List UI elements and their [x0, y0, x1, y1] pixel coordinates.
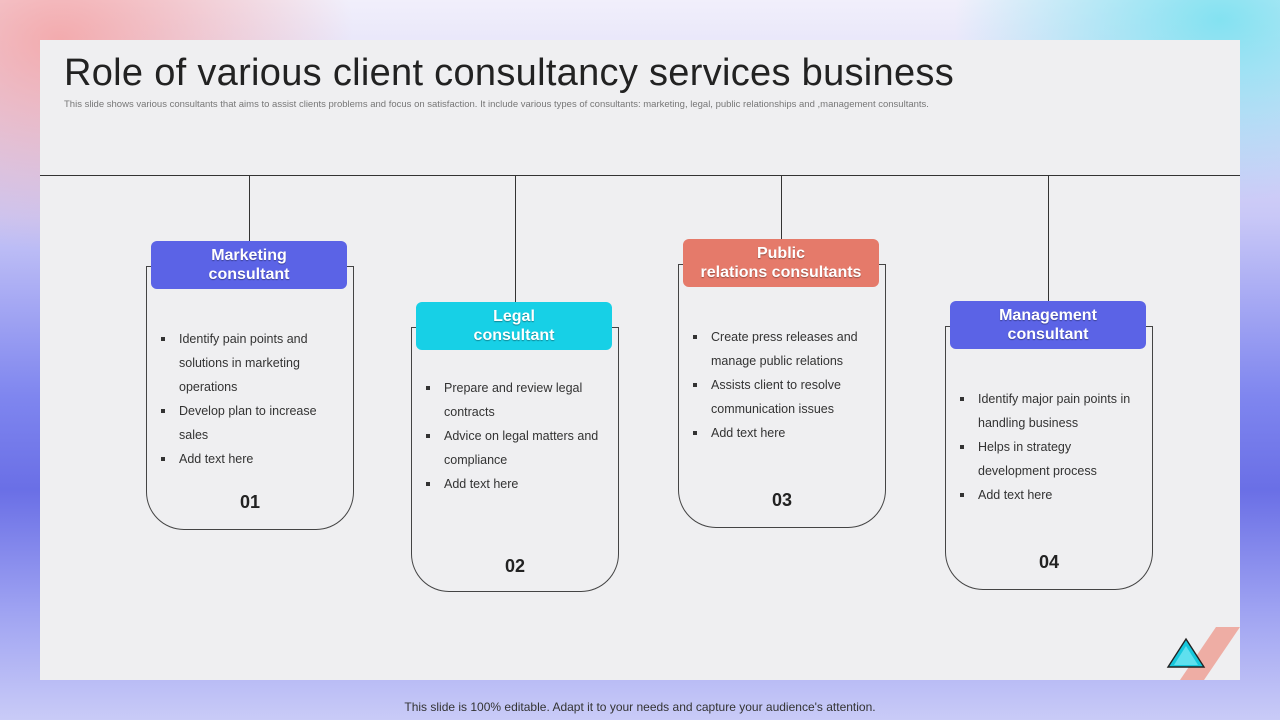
slide: Role of various client consultancy servi… [40, 40, 1240, 680]
bullet-list: Prepare and review legal contracts Advic… [426, 376, 604, 496]
card-public-relations: Create press releases and manage public … [678, 264, 886, 528]
bullet-item: Add text here [426, 472, 604, 496]
bullet-item: Identify pain points and solutions in ma… [161, 327, 339, 399]
card-management: Identify major pain points in handling b… [945, 326, 1153, 590]
slide-subtitle: This slide shows various consultants tha… [64, 99, 929, 110]
card-number: 04 [1038, 552, 1060, 572]
bullet-item: Prepare and review legal contracts [426, 376, 604, 424]
bullet-item: Add text here [161, 447, 339, 471]
connector-2 [515, 175, 516, 302]
timeline-line [40, 175, 1240, 176]
bullet-list: Create press releases and manage public … [693, 325, 871, 445]
bullet-item: Develop plan to increase sales [161, 399, 339, 447]
card-number: 03 [771, 490, 793, 510]
card-number: 01 [239, 492, 261, 512]
card-legal: Prepare and review legal contracts Advic… [411, 327, 619, 592]
connector-1 [249, 175, 250, 241]
bullet-list: Identify pain points and solutions in ma… [161, 327, 339, 471]
bullet-list: Identify major pain points in handling b… [960, 387, 1138, 507]
card-marketing: Identify pain points and solutions in ma… [146, 266, 354, 530]
connector-4 [1048, 175, 1049, 301]
bullet-item: Advice on legal matters and compliance [426, 424, 604, 472]
triangle-logo-icon [1166, 637, 1206, 668]
bullet-item: Helps in strategy development process [960, 435, 1138, 483]
slide-title: Role of various client consultancy servi… [64, 52, 955, 94]
bullet-item: Identify major pain points in handling b… [960, 387, 1138, 435]
label-management: Management consultant [950, 301, 1146, 349]
connector-3 [781, 175, 782, 239]
bullet-item: Add text here [960, 483, 1138, 507]
bullet-item: Assists client to resolve communication … [693, 373, 871, 421]
bullet-item: Create press releases and manage public … [693, 325, 871, 373]
card-number: 02 [504, 556, 526, 576]
label-public-relations: Public relations consultants [683, 239, 879, 287]
label-legal: Legal consultant [416, 302, 612, 350]
bullet-item: Add text here [693, 421, 871, 445]
label-marketing: Marketing consultant [151, 241, 347, 289]
footer-note: This slide is 100% editable. Adapt it to… [404, 700, 876, 714]
